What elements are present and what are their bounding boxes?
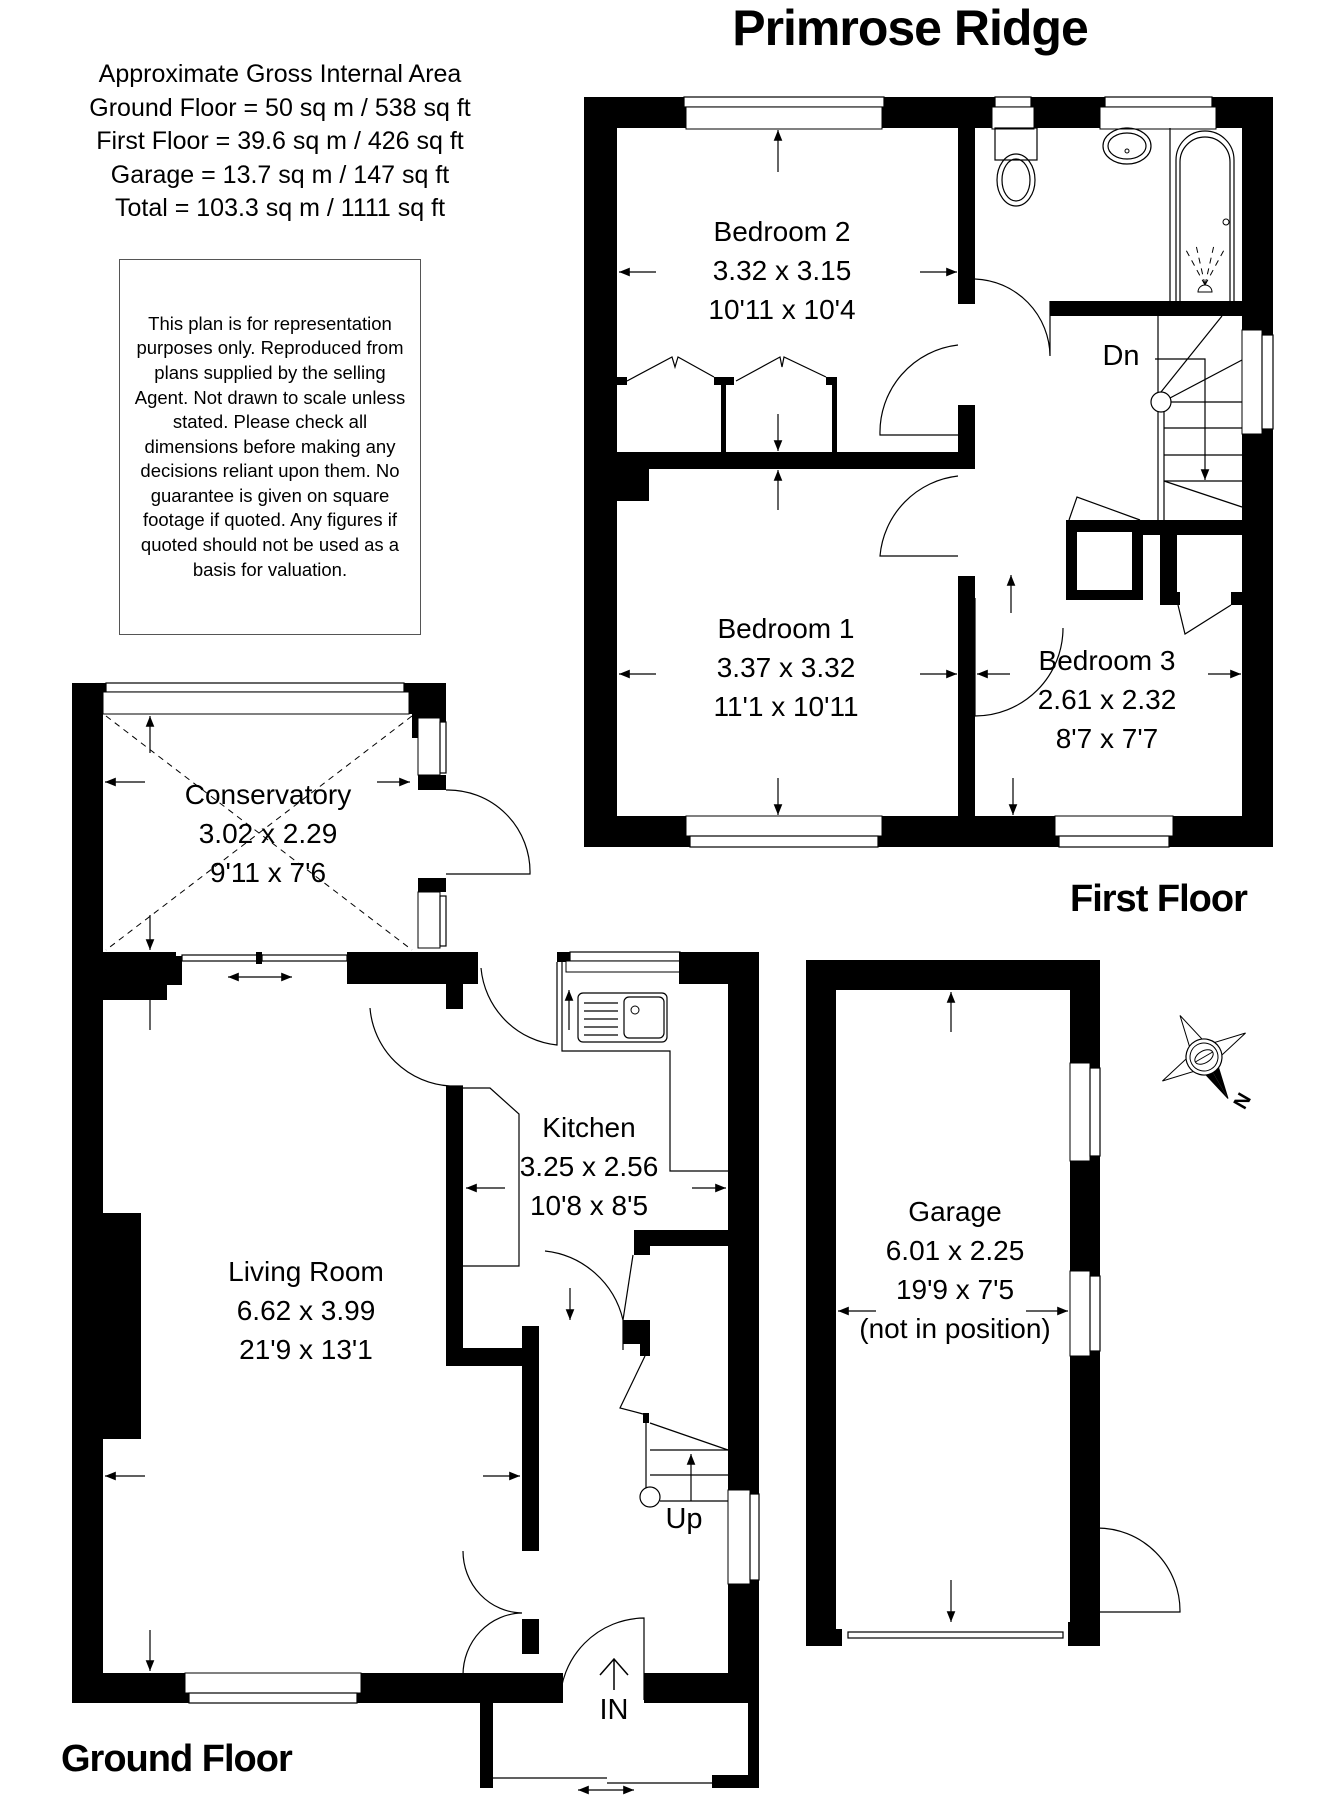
first-floor-plan bbox=[584, 96, 1274, 848]
cupboard-door-a bbox=[1068, 496, 1141, 521]
staircase-first-floor bbox=[1150, 315, 1243, 520]
area-line-total: Total = 103.3 sq m / 1111 sq ft bbox=[114, 194, 446, 222]
staircase-ground-floor bbox=[639, 1413, 729, 1508]
wardrobe-door-right bbox=[735, 356, 827, 382]
room-label-kitchen: Kitchen 3.25 x 2.56 10'8 x 8'5 bbox=[519, 1112, 659, 1221]
window-wc bbox=[994, 96, 1032, 108]
window-bedroom1 bbox=[689, 835, 879, 848]
dimension-arrows-ground bbox=[105, 716, 726, 1671]
room-label-bedroom-2: Bedroom 2 3.32 x 3.15 10'11 x 10'4 bbox=[708, 216, 856, 325]
room-label-conservatory: Conservatory 3.02 x 2.29 9'11 x 7'6 bbox=[184, 779, 352, 888]
front-door bbox=[559, 1617, 645, 1704]
bathroom-door bbox=[974, 278, 1051, 357]
garage-plan bbox=[806, 960, 1181, 1646]
kitchen-sink-icon bbox=[577, 992, 668, 1043]
hall-kitchen-door bbox=[544, 1250, 624, 1350]
area-summary: Approximate Gross Internal Area Ground F… bbox=[60, 58, 500, 226]
area-line-ground: Ground Floor = 50 sq m / 538 sq ft bbox=[89, 93, 471, 122]
ground-floor-label: Ground Floor bbox=[61, 1738, 293, 1780]
bedroom2-door bbox=[879, 344, 959, 436]
window-bathroom bbox=[1104, 96, 1213, 108]
window-bedroom2 bbox=[683, 96, 885, 108]
wardrobe-door-left bbox=[626, 356, 715, 382]
page-title: Primrose Ridge bbox=[732, 0, 1089, 56]
window-landing bbox=[1261, 334, 1274, 430]
entrance-label: IN bbox=[599, 1694, 629, 1726]
garage-side-door bbox=[1095, 1527, 1181, 1613]
dimension-arrows-first bbox=[619, 130, 1241, 815]
kitchen-back-door bbox=[480, 962, 558, 1046]
bedroom1-door bbox=[879, 475, 959, 557]
entrance-arrow-icon bbox=[599, 1657, 629, 1690]
area-line-garage: Garage = 13.7 sq m / 147 sq ft bbox=[110, 160, 450, 189]
bedroom3-door bbox=[974, 598, 1064, 717]
room-label-garage: Garage 6.01 x 2.25 19'9 x 7'5 (not in po… bbox=[859, 1196, 1051, 1344]
room-label-living-room: Living Room 6.62 x 3.99 21'9 x 13'1 bbox=[228, 1256, 384, 1365]
conservatory-door bbox=[445, 789, 531, 875]
area-line-first: First Floor = 39.6 sq m / 426 sq ft bbox=[96, 127, 464, 155]
kitchen-living-door bbox=[369, 1007, 463, 1087]
compass-rose-icon bbox=[1162, 1015, 1246, 1099]
cupboard-door-b bbox=[1177, 604, 1232, 635]
window-bedroom3 bbox=[1058, 835, 1170, 848]
toilet-icon bbox=[994, 127, 1038, 207]
disclaimer-box: This plan is for representation purposes… bbox=[119, 259, 421, 635]
stairs-down-label: Dn bbox=[1102, 340, 1140, 372]
disclaimer-text: This plan is for representation purposes… bbox=[134, 312, 406, 580]
ground-floor-plan bbox=[72, 682, 760, 1795]
room-label-bedroom-3: Bedroom 3 2.61 x 2.32 8'7 x 7'7 bbox=[1037, 645, 1177, 754]
garage-door bbox=[847, 1631, 1064, 1639]
room-label-bedroom-1: Bedroom 1 3.37 x 3.32 11'1 x 10'11 bbox=[713, 613, 859, 722]
stairs-up-label: Up bbox=[665, 1503, 703, 1535]
living-hall-double-door bbox=[462, 1550, 523, 1676]
area-heading: Approximate Gross Internal Area bbox=[98, 60, 462, 88]
first-floor-label: First Floor bbox=[1070, 878, 1248, 920]
basin-icon bbox=[1102, 127, 1152, 165]
bath-icon bbox=[1169, 128, 1235, 301]
